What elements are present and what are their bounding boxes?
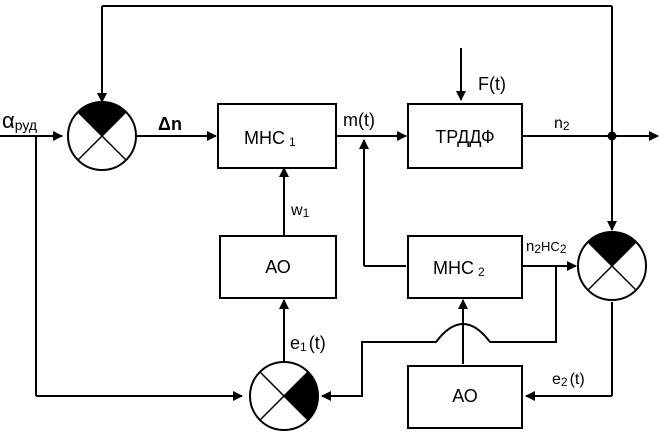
summing-junction-2 xyxy=(577,231,647,301)
block-ao-bottom: АО xyxy=(407,365,523,429)
e1-label: e1(t) xyxy=(290,333,326,354)
f-t-label: F(t) xyxy=(478,74,506,94)
m-t-label: m(t) xyxy=(343,110,375,130)
comparator-junction xyxy=(249,361,319,431)
connection-lines xyxy=(0,5,659,401)
junction-dot xyxy=(607,131,617,141)
n2hc2-label: n2НС2 xyxy=(526,238,567,256)
e2-label: e2(t) xyxy=(552,371,585,389)
n2-label: n2 xyxy=(554,115,570,133)
block-ao-left: АО xyxy=(219,235,337,299)
alpha-label: αруд xyxy=(2,108,37,133)
ao-bottom-label: АО xyxy=(452,386,478,406)
ao-left-label: АО xyxy=(265,257,291,277)
delta-n-label: Δn xyxy=(158,114,182,134)
w1-label: w1 xyxy=(290,202,310,220)
trddf-label: ТРДДФ xyxy=(435,127,494,147)
block-trddf: ТРДДФ xyxy=(407,103,523,169)
summing-junction-1 xyxy=(67,101,137,171)
n2hc2-to-comparator-line xyxy=(321,266,557,401)
